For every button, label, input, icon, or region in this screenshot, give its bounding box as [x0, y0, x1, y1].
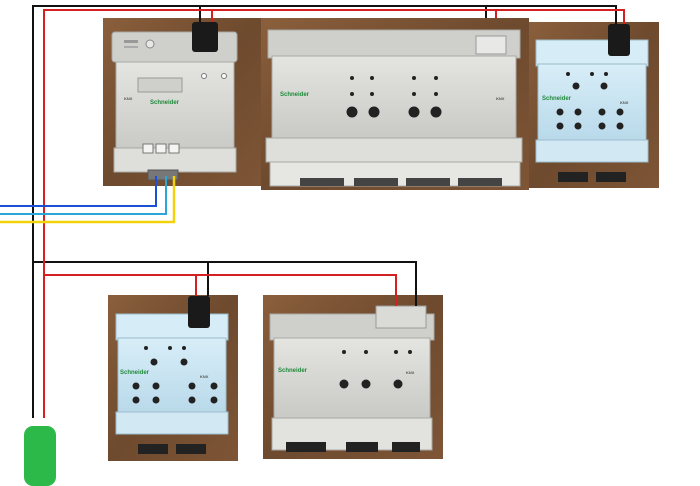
bus-connector-power-supply — [192, 22, 218, 52]
dimmer-large-bus-label: KNX — [496, 96, 505, 101]
wire-cyan — [0, 176, 167, 215]
switch-actuator-bottom-module: Schneider KNX — [115, 313, 229, 454]
wire-yellow — [0, 176, 176, 224]
bus-connector-switch-actuator-bottom — [188, 296, 210, 328]
bus-connector-switch-actuator-top — [608, 24, 630, 56]
power-supply-module: Schneider KNX — [111, 31, 238, 181]
power-supply-bus-label: KNX — [124, 96, 133, 101]
dimmer-small-bus-label: KNX — [406, 370, 415, 375]
switch-actuator-bottom-bus-label: KNX — [200, 374, 209, 379]
wire-bus-black-bottom — [33, 261, 417, 306]
dimmer-large-brand: Schneider — [280, 92, 310, 98]
wire-bus-red-bottom — [44, 274, 397, 306]
switch-actuator-bottom-brand: Schneider — [120, 370, 150, 376]
wire-bus-black-main — [32, 5, 617, 418]
wire-blue — [0, 176, 157, 207]
green-bus-terminal — [24, 426, 56, 486]
dimmer-small-module: Schneider KNX — [269, 305, 435, 452]
wiring — [0, 5, 625, 418]
switch-actuator-top-bus-label: KNX — [620, 100, 629, 105]
dimmer-large-module: Schneider KNX — [265, 29, 523, 187]
power-supply-brand: Schneider — [150, 100, 180, 106]
dimmer-small-brand: Schneider — [278, 368, 308, 374]
switch-actuator-top-brand: Schneider — [542, 96, 572, 102]
switch-actuator-top-module: Schneider KNX — [535, 39, 649, 182]
